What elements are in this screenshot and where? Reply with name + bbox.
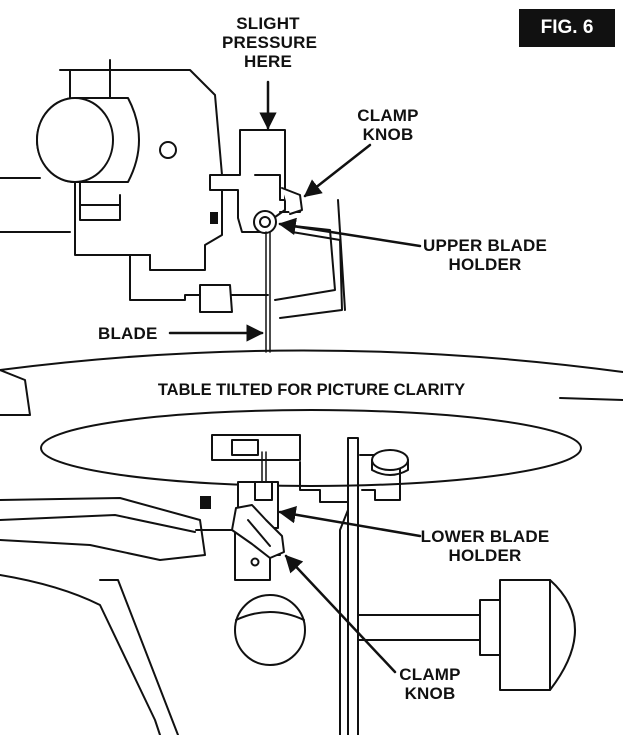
callout-line: KNOB [362,125,414,144]
arrow-upper-blade-holder [278,217,422,248]
upper-arm-group [0,59,346,319]
callout-line: PRESSURE [222,33,318,52]
lower-drum [499,579,576,691]
upper-bolt-outer [253,210,277,234]
lower-holder-pin [250,557,260,567]
arrow-upper-clamp-knob [303,143,372,198]
lower-cutout-top [235,611,305,621]
lower-arm [0,497,206,561]
table-group [0,349,623,487]
callout-line: KNOB [404,684,456,703]
callout-line: SLIGHT [236,14,300,33]
table-caption: TABLE TILTED FOR PICTURE CLARITY [157,381,466,399]
lower-clamp-knob-detail [247,519,271,547]
blade-group [261,231,271,499]
figure-badge: FIG. 6 [519,9,615,47]
support-knob [371,449,409,471]
table-insert-slot [231,439,259,456]
lower-shaft [357,614,481,641]
leader-arrows [168,80,422,674]
callout-upper-clamp-knob: CLAMP KNOB [348,106,428,144]
callout-line: HERE [243,52,293,71]
callout-line: CLAMP [399,665,461,684]
support-knob-base [371,459,409,476]
lower-hub [479,599,501,656]
upper-hole [159,141,177,159]
callout-line: CLAMP [357,106,419,125]
callout-lower-blade-holder: LOWER BLADE HOLDER [420,527,550,565]
upper-bolt-inner [259,216,271,228]
lower-cutout [234,594,306,666]
lower-set-screw [200,496,211,509]
callout-lower-clamp-knob: CLAMP KNOB [390,665,470,703]
arrow-lower-blade-holder [278,506,422,538]
table-underside [40,409,582,487]
callout-blade: BLADE [98,324,168,343]
table-top-edge [0,349,623,373]
lower-frame-mid [99,579,179,735]
upper-arm-housing [109,59,269,301]
table-front-edge-right [559,397,623,401]
callout-line: HOLDER [448,546,522,565]
support-bracket [347,437,359,735]
lower-assembly-group [0,437,576,735]
upper-clamp-knob-shape [281,187,303,215]
arrow-lower-clamp-knob [284,554,397,674]
lower-holder-slot [254,481,273,501]
callout-line: LOWER BLADE [420,527,550,546]
callout-line: BLADE [98,324,158,343]
lower-arm-inner [0,514,196,533]
support-bracket-plate [299,461,349,503]
upper-arm-lower-edge [74,179,151,256]
upper-set-screw [210,212,218,224]
callout-line: UPPER BLADE [422,236,548,255]
lower-bracket-right [339,509,349,735]
table-insert [211,434,301,461]
table-front-edge [0,369,31,416]
lower-frame-left [0,574,161,735]
upper-hold-down-rod [274,199,346,319]
upper-knob-face [36,97,114,183]
upper-knob-stem [79,181,121,221]
blade [265,231,271,353]
upper-tab [59,69,111,99]
callout-slight-pressure: SLIGHT PRESSURE HERE [222,14,318,71]
callout-upper-blade-holder: UPPER BLADE HOLDER [420,236,550,274]
upper-rod-bracket [199,284,233,313]
callout-line: HOLDER [448,255,522,274]
